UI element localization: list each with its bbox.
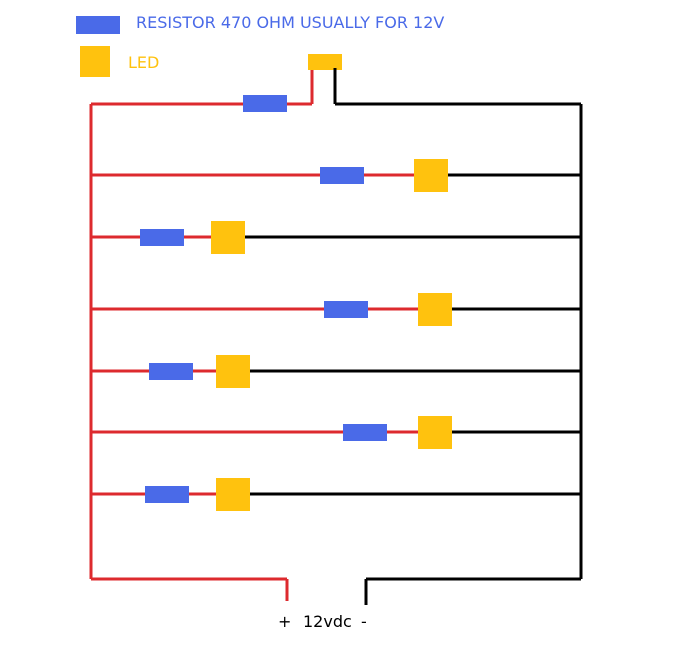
branch-1-led: [414, 159, 448, 192]
top-branch: [91, 54, 581, 112]
top-branch-led: [308, 54, 342, 70]
branch-2-resistor: [140, 229, 184, 246]
legend-led-label: LED: [128, 53, 160, 72]
branch-6-led: [216, 478, 250, 511]
legend-resistor-swatch: [76, 16, 120, 34]
branch-3-led: [418, 293, 452, 326]
branch-1-resistor: [320, 167, 364, 184]
branch-4-resistor: [149, 363, 193, 380]
legend-led-swatch: [80, 46, 110, 77]
top-branch-resistor: [243, 95, 287, 112]
branch-5-resistor: [343, 424, 387, 441]
supply-minus-label: -: [361, 612, 367, 631]
branch-2-led: [211, 221, 245, 254]
branch-4-led: [216, 355, 250, 388]
supply-plus-label: +: [278, 612, 292, 631]
legend-resistor-label: RESISTOR 470 OHM USUALLY FOR 12V: [136, 13, 445, 32]
supply-voltage-label: 12vdc: [303, 612, 352, 631]
branch-5-led: [418, 416, 452, 449]
branch-3-resistor: [324, 301, 368, 318]
branch-6-resistor: [145, 486, 189, 503]
